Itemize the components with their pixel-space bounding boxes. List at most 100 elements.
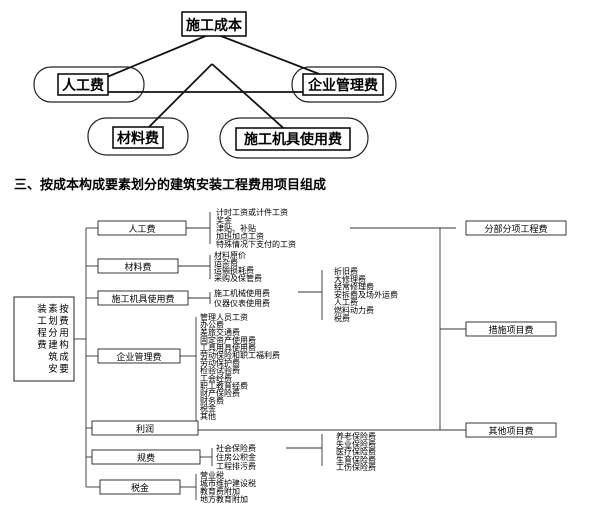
branch-item: 奖金	[216, 215, 232, 225]
material-label: 材料费	[117, 130, 159, 147]
branch-item: 劳动保险和职工福利费	[200, 350, 280, 360]
right-box-label: 其他项目费	[488, 425, 533, 437]
section-title: 三、按成本构成要素划分的建筑安装工程费用项目组成	[14, 177, 326, 193]
machine-sub-item: 经常修理费	[334, 282, 374, 292]
right-box-label: 措施项目费	[488, 324, 533, 336]
branch-box-3	[97, 348, 181, 364]
branch-item: 社会保险费	[216, 443, 256, 453]
right-box-0	[465, 220, 567, 236]
root-label-char: 程	[37, 328, 47, 339]
branch-item: 教育费附加	[200, 486, 240, 496]
branch-item: 施工机械使用费	[214, 288, 270, 298]
root-label-char: 费	[59, 315, 69, 327]
apex-to-labor-line	[94, 32, 214, 83]
insurance-sub-item: 失业保险费	[336, 439, 376, 449]
branch-label: 税金	[131, 482, 149, 494]
machine-sub-item: 税费	[334, 313, 350, 323]
branch-item: 运杂费	[214, 258, 238, 268]
enterprise-box	[302, 73, 384, 96]
root-label-char: 工	[37, 316, 47, 327]
machine-sub-item: 大修理费	[334, 274, 366, 284]
insurance-sub-item: 医疗保险费	[336, 447, 376, 457]
branch-item: 税金	[200, 403, 216, 413]
machine-sub-item: 燃料动力费	[334, 305, 374, 315]
root-label-char: 建	[48, 339, 58, 351]
branch-item: 采购及保管费	[214, 273, 262, 283]
machine-sub-item: 安拆费及场外运费	[334, 289, 398, 299]
branch-item: 工程排污费	[216, 461, 256, 471]
branch-item: 检验试验费	[200, 365, 240, 375]
labor-label: 人工费	[62, 77, 104, 94]
insurance-sub-item: 养老保险费	[336, 431, 376, 441]
root-label-char: 划	[48, 315, 58, 327]
branch-box-1	[97, 258, 179, 274]
root-label-char: 装	[37, 303, 47, 315]
branch-item: 住房公积金	[216, 452, 256, 462]
branch-box-2	[97, 290, 189, 306]
labor-box	[57, 73, 109, 96]
root-label-char: 要	[59, 364, 69, 375]
insurance-sub-item: 生育保险费	[336, 454, 376, 464]
branch-box-6	[99, 479, 181, 495]
machine-sub-item: 人工费	[334, 297, 358, 307]
root-label-char: 构	[59, 339, 69, 351]
branch-item: 加班加点工资	[216, 231, 264, 241]
root-label-char: 分	[48, 328, 58, 339]
branch-label: 材料费	[124, 261, 151, 273]
enterprise-label: 企业管理费	[307, 77, 378, 94]
branch-item: 工会经费	[200, 373, 232, 383]
root-label-char: 成	[59, 351, 69, 363]
root-label-char: 素	[48, 303, 58, 315]
tree-connectors	[74, 212, 466, 500]
branch-item: 劳动保护费	[200, 358, 240, 368]
branch-item: 其他	[200, 411, 216, 421]
machinery-box	[235, 127, 351, 151]
branch-item: 计时工资或计件工资	[216, 207, 288, 217]
right-box-2	[465, 422, 557, 438]
right-box-label: 分部分项工程费	[484, 223, 547, 235]
branch-item: 管理人员工资	[200, 312, 248, 322]
branch-item: 固定资产使用费	[200, 335, 256, 345]
branch-item: 特殊情况下支付的工资	[216, 239, 296, 249]
branch-item: 运输损耗费	[214, 265, 254, 275]
branch-item: 仪器仪表使用费	[214, 298, 270, 308]
branch-item: 差旅交通费	[200, 327, 240, 337]
branch-item: 营业税	[200, 470, 224, 480]
branch-label: 利润	[136, 423, 154, 435]
branch-item: 城市维护建设税	[200, 478, 256, 488]
branch-item: 材料原价	[214, 250, 246, 260]
branch-box-0	[97, 220, 187, 236]
material-box	[112, 126, 164, 149]
machinery-label: 施工机具使用费	[244, 131, 342, 148]
inner-left-line	[141, 63, 213, 135]
branch-label: 规费	[137, 452, 155, 464]
branch-item: 工具用具使用费	[200, 342, 256, 352]
branch-item: 财务费	[200, 396, 224, 406]
branch-label: 人工费	[128, 223, 155, 235]
root-label-char: 用	[59, 328, 69, 339]
inner-right-line	[211, 63, 291, 135]
root-box	[13, 296, 75, 382]
branch-item: 财产保险费	[200, 388, 240, 398]
apex-box	[181, 11, 247, 37]
insurance-sub-item: 工伤保险费	[336, 462, 376, 472]
branch-item: 办公费	[200, 320, 224, 330]
branch-label: 施工机具使用费	[111, 293, 174, 305]
root-label-char: 安	[48, 363, 58, 375]
branch-item: 职工教育经费	[200, 380, 248, 390]
root-label-char: 费	[37, 339, 47, 351]
branch-box-5	[91, 449, 201, 465]
apex-label: 施工成本	[186, 17, 243, 34]
root-label-char: 筑	[48, 351, 58, 363]
branch-label: 企业管理费	[116, 351, 161, 363]
root-label-char: 按	[59, 303, 69, 315]
branch-item: 津贴、补贴	[216, 223, 256, 233]
cost-element-diagram: 施工成本 人工费 企业管理费 材料费 施工机具使用费	[33, 11, 397, 159]
machine-sub-item: 折旧费	[334, 266, 358, 276]
branch-box-4	[91, 420, 199, 436]
branch-item: 地方教育附加	[200, 494, 248, 504]
right-box-1	[465, 321, 557, 337]
